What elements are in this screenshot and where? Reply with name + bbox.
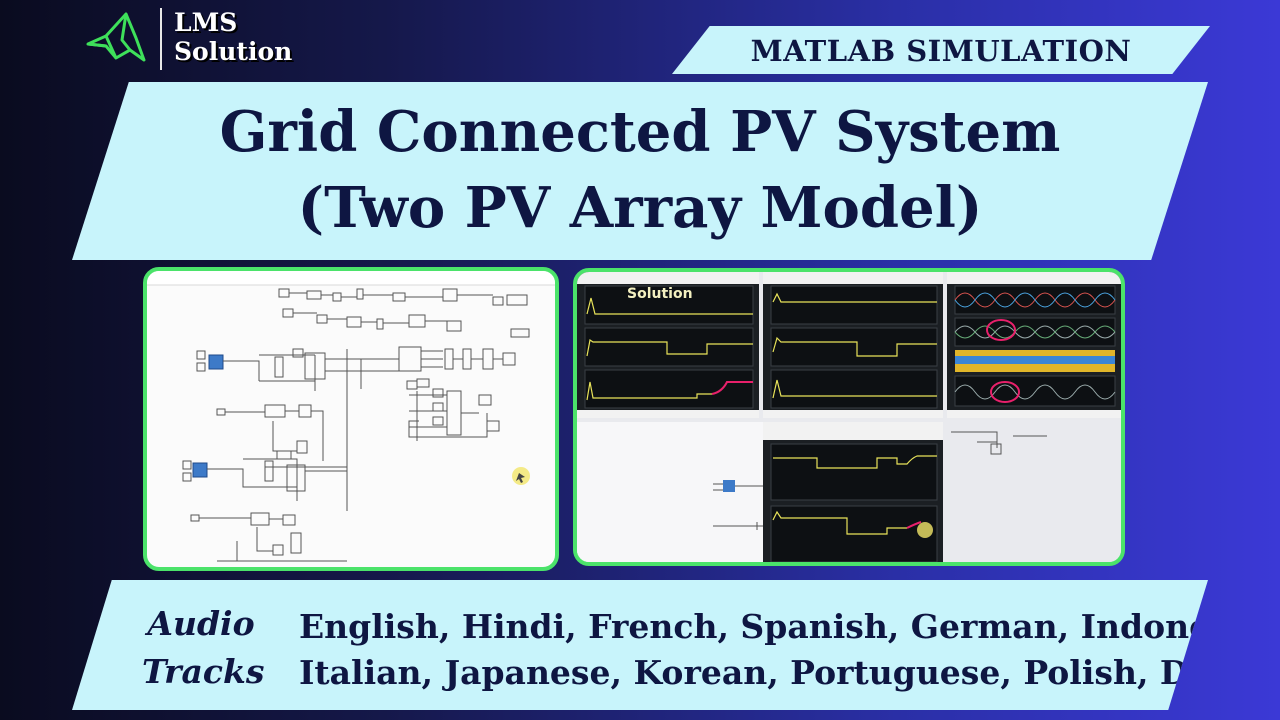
banner-label: MATLAB SIMULATION	[750, 34, 1132, 68]
languages-line2: Italian, Japanese, Korean, Portuguese, P…	[299, 653, 1272, 692]
brand-logo: LMS Solution	[86, 6, 306, 74]
logo-line2: Solution	[174, 37, 293, 66]
matlab-simulation-banner: MATLAB SIMULATION	[672, 26, 1210, 74]
scope-results-screenshot: Solution	[573, 268, 1125, 566]
title-band: Grid Connected PV System (Two PV Array M…	[72, 82, 1208, 260]
audio-languages: English, Hindi, French, Spanish, German,…	[299, 604, 1280, 696]
logo-divider	[160, 8, 162, 70]
page-title: Grid Connected PV System	[219, 99, 1061, 165]
audio-label-line1: Audio	[147, 604, 255, 643]
simulink-diagram-image	[147, 271, 555, 562]
audio-tracks-label: Audio Tracks	[142, 600, 265, 696]
simulink-model-screenshot	[143, 267, 559, 571]
page-subtitle: (Two PV Array Model)	[297, 175, 983, 241]
audio-label-line2: Tracks	[142, 652, 265, 691]
logo-text: LMS Solution	[174, 8, 292, 66]
scope-waveforms-image: Solution	[577, 272, 1121, 562]
scope-watermark: Solution	[627, 286, 693, 302]
audio-tracks-band: Audio Tracks English, Hindi, French, Spa…	[72, 580, 1208, 710]
logo-line1: LMS	[174, 8, 238, 37]
languages-line1: English, Hindi, French, Spanish, German,…	[299, 607, 1280, 646]
matlab-membrane-icon	[86, 12, 146, 62]
